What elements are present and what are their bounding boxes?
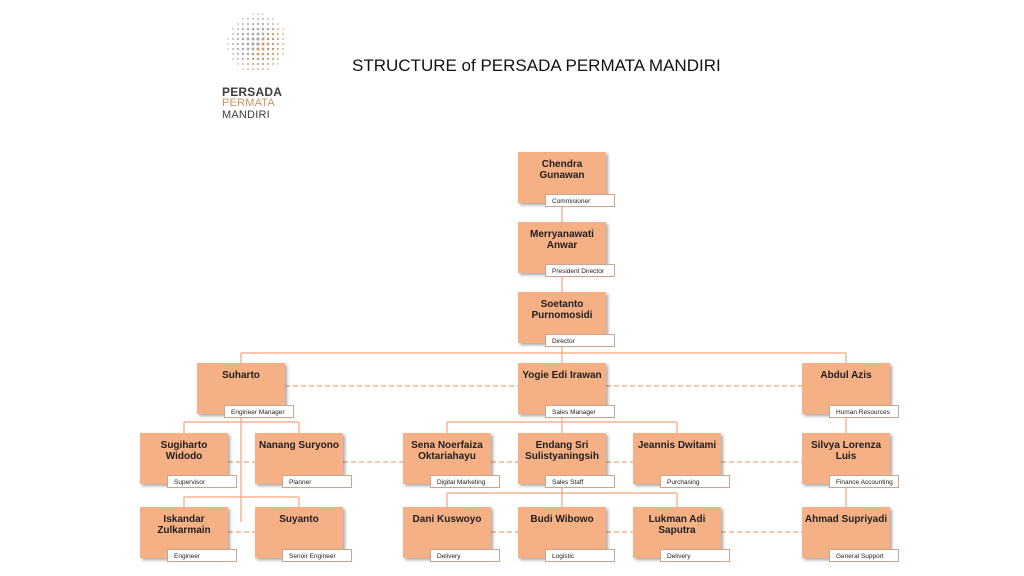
node-role: Commisioner [545,194,615,207]
node-role: Delivery [660,549,730,562]
node-name: Sena Noerfaiza Oktariahayu [411,440,483,462]
node-role: General Support [829,549,899,562]
page-title: STRUCTURE of PERSADA PERMATA MANDIRI [352,56,721,75]
node-name: Soetanto Purnomosidi [531,299,593,321]
node-role: Senoir Engineer [282,549,352,562]
node-name: Jeannis Dwitami [637,440,717,451]
node-role: Sales Staff [545,475,615,488]
logo-line-1: PERSADA [222,85,283,99]
node-role: Director [545,334,615,347]
node-role: Engineer Manager [224,405,294,418]
logo-line-3: MANDIRI [222,109,270,121]
node-role: Engineer [167,549,237,562]
node-name: Silvya Lorenza Luis [810,440,882,462]
node-name: Nanang Suryono [258,440,339,451]
company-logo: PERSADA PERMATA MANDIRI [222,10,292,121]
node-role: Sales Manager [545,405,615,418]
node-name: Suyanto [279,514,319,525]
node-role: Planner [282,475,352,488]
node-role: Digital Marketing [430,475,500,488]
node-name: Merryanawati Anwar [530,229,594,251]
logo-line-2: PERMATA [222,97,275,109]
node-name: Chendra Gunawan [539,159,585,181]
node-name: Yogie Edi Irawan [522,370,602,381]
node-name: Budi Wibowo [530,514,594,525]
node-name: Lukman Adi Saputra [648,514,706,536]
node-name: Ahmad Supriyadi [804,514,888,525]
node-role: Purchasing [660,475,730,488]
node-role: President Director [545,264,615,277]
node-name: Dani Kuswoyo [412,514,482,525]
node-role: Supervisor [167,475,237,488]
node-role: Delivery [430,549,500,562]
node-name: Abdul Azis [820,370,872,381]
node-role: Human Resources [829,405,899,418]
node-name: Endang Sri Sulistyaningsih [525,440,599,462]
node-role: Logistic [545,549,615,562]
globe-logo-icon [227,13,284,70]
node-name: Sugiharto Widodo [160,440,208,462]
node-name: Suharto [222,370,260,381]
node-role: Finance Accounting [829,475,899,488]
node-name: Iskandar Zulkarmain [157,514,211,536]
